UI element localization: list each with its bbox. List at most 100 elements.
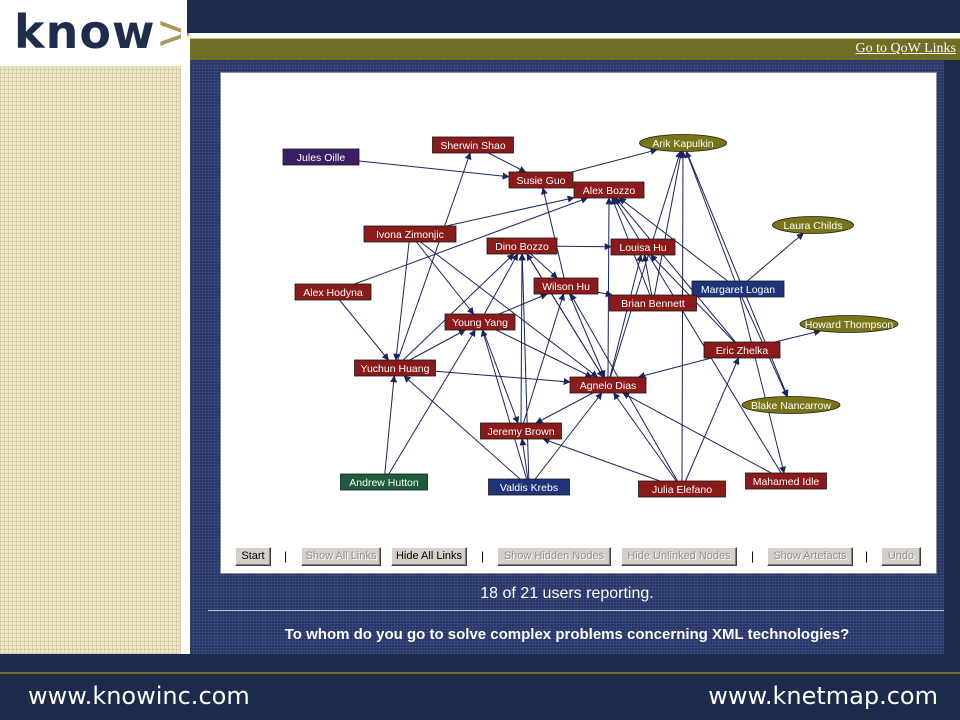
divider-line (208, 610, 944, 611)
node-jules[interactable]: Jules Oille (282, 148, 360, 166)
start-button[interactable]: Start (235, 547, 271, 566)
node-louisa[interactable]: Louisa Hu (610, 238, 676, 256)
logo: know> (0, 0, 194, 66)
node-mahamed[interactable]: Mahamed Idle (745, 472, 827, 490)
node-label: Young Yang (452, 317, 508, 329)
node-yuchun[interactable]: Yuchun Huang (354, 359, 436, 377)
node-julia[interactable]: Julia Elefano (638, 480, 726, 498)
node-shape[interactable] (486, 237, 558, 255)
node-agnelo[interactable]: Agnelo Dias (569, 376, 647, 394)
node-shape[interactable] (354, 359, 436, 377)
node-label: Jeremy Brown (487, 426, 554, 438)
node-label: Yuchun Huang (361, 363, 430, 375)
edge-young-to-agnelo (496, 329, 593, 378)
node-margaret[interactable]: Margaret Logan (691, 280, 785, 298)
node-laura[interactable]: Laura Childs (772, 216, 854, 234)
node-label: Ivona Zimonjic (376, 229, 444, 241)
node-label: Mahamed Idle (753, 476, 820, 488)
node-young[interactable]: Young Yang (444, 313, 516, 331)
node-label: Laura Childs (784, 220, 843, 232)
node-shape[interactable] (741, 396, 841, 414)
node-sherwin[interactable]: Sherwin Shao (432, 136, 514, 154)
node-dino[interactable]: Dino Bozzo (486, 237, 558, 255)
node-ivona[interactable]: Ivona Zimonjic (363, 225, 457, 243)
node-label: Brian Bennett (621, 298, 685, 310)
edge-valdis-to-jeremy (519, 438, 529, 480)
edge-eric-to-howard (774, 328, 822, 343)
node-label: Alex Hodyna (303, 287, 363, 299)
hide-unlinked-nodes-button[interactable]: Hide Unlinked Nodes (621, 547, 737, 566)
node-valdis[interactable]: Valdis Krebs (488, 478, 570, 496)
node-shape[interactable] (294, 283, 372, 301)
edge-agnelo-to-jeremy (535, 392, 594, 424)
node-shape[interactable] (609, 294, 697, 312)
node-shape[interactable] (432, 136, 514, 154)
edge-valdis-to-yuchun (403, 375, 521, 480)
edge-wilson-to-brian (597, 290, 613, 298)
edge-julia-to-agnelo (613, 392, 677, 482)
node-shape[interactable] (638, 480, 726, 498)
node-shape[interactable] (363, 225, 457, 243)
goto-qow-links-link[interactable]: Go to QoW Links (855, 41, 956, 56)
node-label: Dino Bozzo (495, 241, 549, 253)
edge-young-to-dino (483, 253, 519, 315)
node-alexb[interactable]: Alex Bozzo (573, 181, 645, 199)
edge-julia-to-eric (685, 357, 740, 482)
node-jeremy[interactable]: Jeremy Brown (480, 422, 562, 440)
node-shape[interactable] (508, 171, 574, 189)
node-shape[interactable] (488, 478, 570, 496)
node-shape[interactable] (444, 313, 516, 331)
toolbar-separator: | (751, 549, 755, 563)
users-reporting-status: 18 of 21 users reporting. (480, 585, 654, 602)
node-shape[interactable] (573, 181, 645, 199)
show-artefacts-button[interactable]: Show Artefacts (767, 547, 853, 566)
footer-knetmap-url[interactable]: www.knetmap.com (708, 682, 938, 710)
edge-yuchun-to-dino (402, 253, 515, 361)
footer-knowinc-url[interactable]: www.knowinc.com (28, 682, 250, 710)
node-label: Valdis Krebs (500, 482, 558, 494)
node-andrew[interactable]: Andrew Hutton (340, 473, 428, 491)
edge-valdis-to-dino (518, 253, 530, 480)
node-label: Louisa Hu (619, 242, 666, 254)
edge-julia-to-arik (679, 150, 687, 482)
node-shape[interactable] (772, 216, 854, 234)
node-shape[interactable] (282, 148, 360, 166)
node-shape[interactable] (703, 341, 781, 359)
node-shape[interactable] (533, 277, 599, 295)
node-label: Sherwin Shao (440, 140, 506, 152)
show-hidden-nodes-button[interactable]: Show Hidden Nodes (497, 547, 611, 566)
header-strip (187, 0, 960, 33)
hide-all-links-button[interactable]: Hide All Links (391, 547, 467, 566)
node-shape[interactable] (799, 315, 899, 333)
node-eric[interactable]: Eric Zhelka (703, 341, 781, 359)
node-shape[interactable] (691, 280, 785, 298)
edge-margaret-to-mahamed (739, 296, 786, 474)
node-shape[interactable] (569, 376, 647, 394)
edge-ivona-to-yuchun (393, 241, 410, 361)
node-shape[interactable] (745, 472, 827, 490)
node-label: Blake Nancarrow (751, 400, 831, 412)
node-wilson[interactable]: Wilson Hu (533, 277, 599, 295)
node-arik[interactable]: Arik Kapulkin (639, 134, 727, 152)
node-howard[interactable]: Howard Thompson (799, 315, 899, 333)
edge-arik-to-blake (686, 151, 789, 398)
node-shape[interactable] (340, 473, 428, 491)
edge-jules-to-susie (358, 160, 510, 180)
node-shape[interactable] (480, 422, 562, 440)
edge-dino-to-wilson (530, 253, 558, 279)
edge-mahamed-to-agnelo (622, 392, 772, 474)
node-alexh[interactable]: Alex Hodyna (294, 283, 372, 301)
node-susie[interactable]: Susie Guo (508, 171, 574, 189)
edges-layer (339, 148, 822, 482)
footer (0, 654, 960, 720)
node-shape[interactable] (610, 238, 676, 256)
edge-agnelo-to-arik (610, 150, 682, 378)
node-shape[interactable] (639, 134, 727, 152)
edge-agnelo-to-louisa (609, 254, 643, 378)
node-brian[interactable]: Brian Bennett (609, 294, 697, 312)
undo-button[interactable]: Undo (881, 547, 921, 566)
edge-valdis-to-young (480, 329, 528, 480)
node-blake[interactable]: Blake Nancarrow (741, 396, 841, 414)
show-all-links-button[interactable]: Show All Links (301, 547, 381, 566)
